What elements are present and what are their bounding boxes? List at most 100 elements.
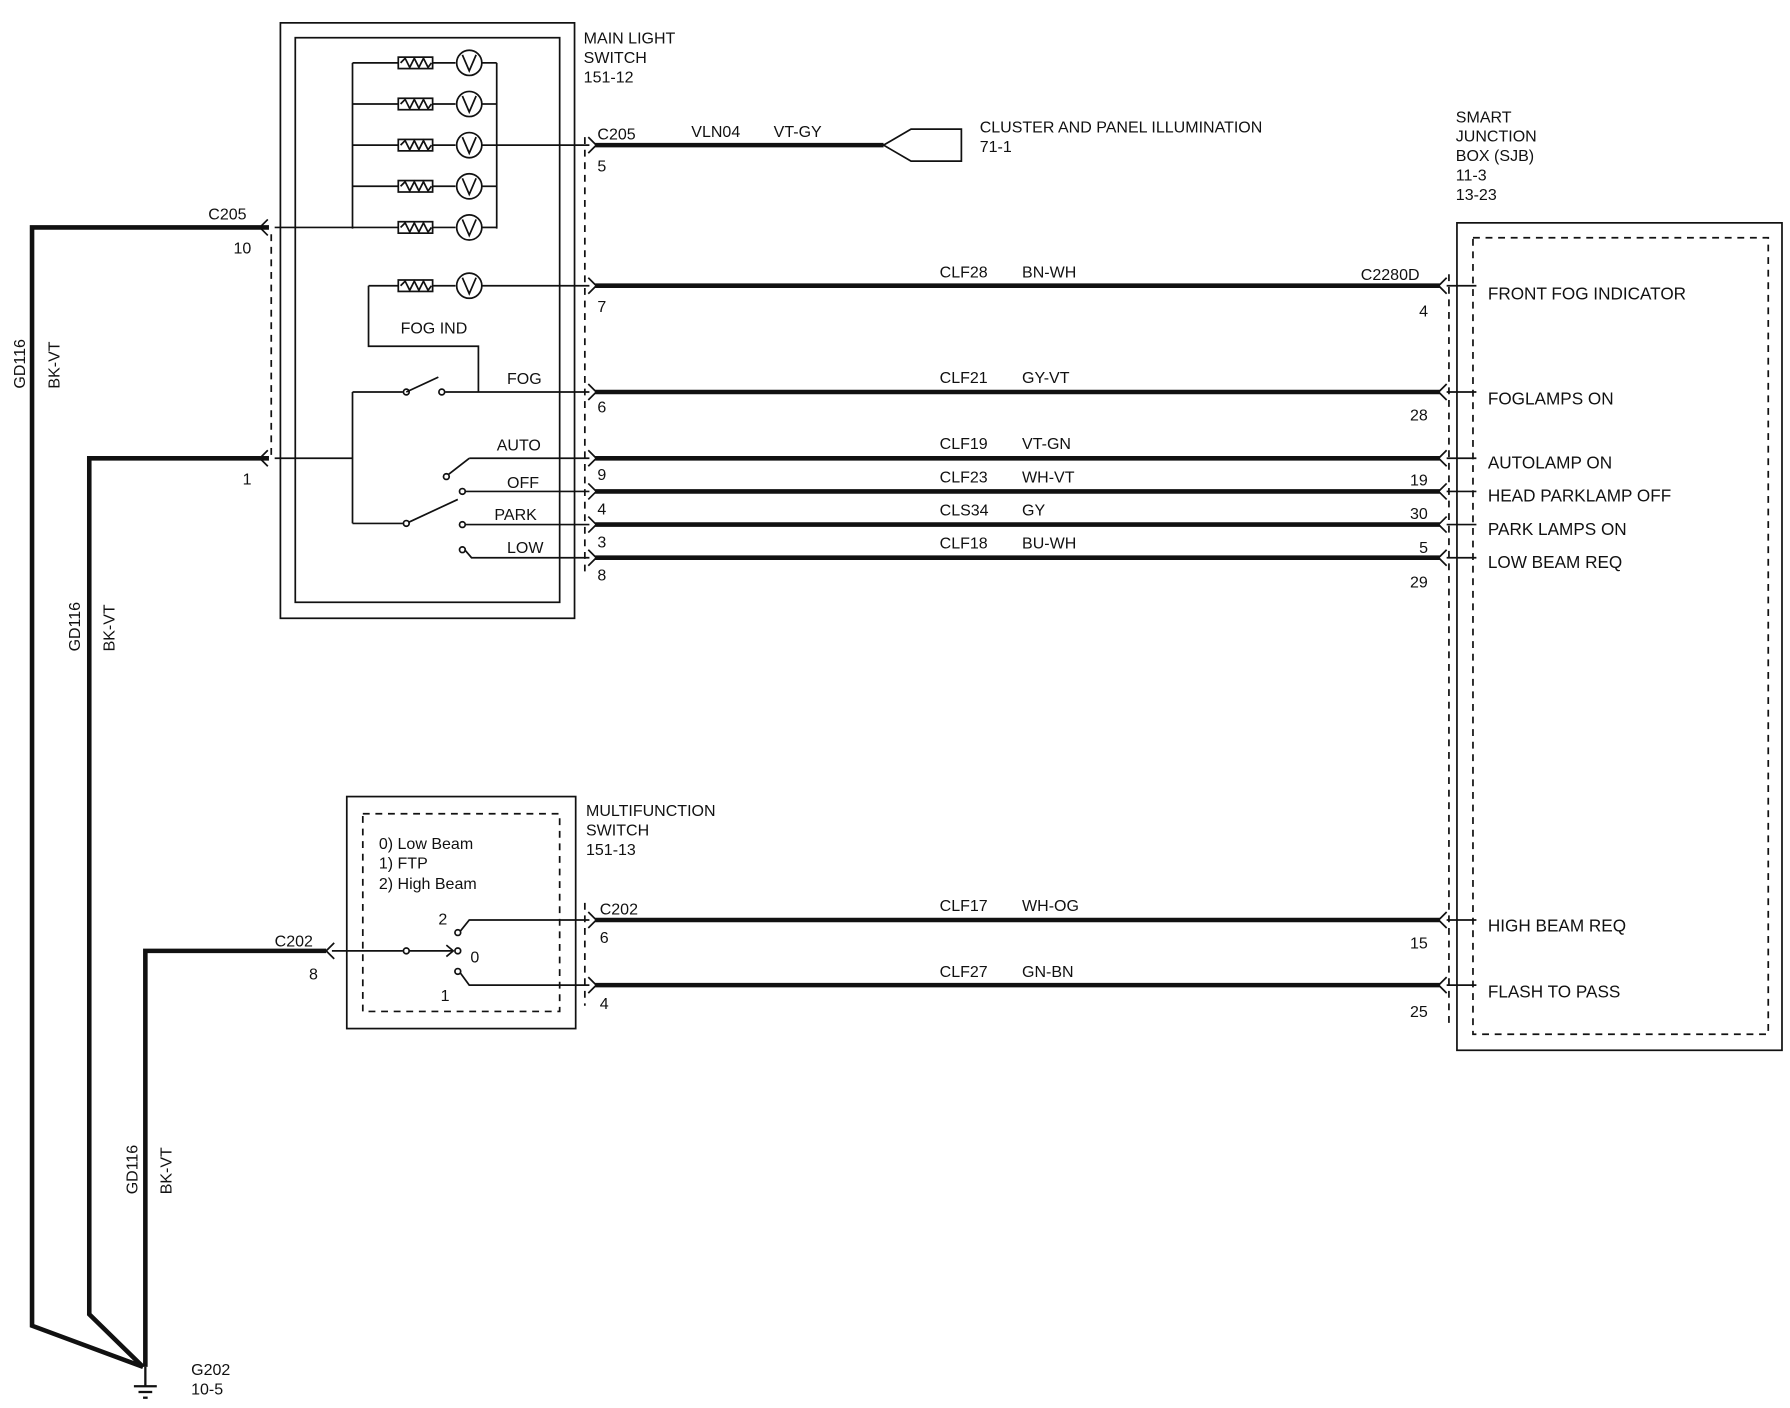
dimmer-switch-contacts (331, 919, 590, 986)
circuit-number: CLF21 (940, 370, 988, 387)
ground-wire-c202 (143, 948, 327, 1367)
mfs-ref: 151-13 (586, 842, 636, 859)
connector-arrow-icon (587, 549, 598, 567)
c2280d-label: C2280D (1361, 267, 1420, 284)
signal-park-lamps-on: PARK LAMPS ON (1488, 519, 1627, 539)
multifunction-switch-inner-box (361, 812, 561, 1013)
connector-arrow-icon (587, 515, 598, 534)
main-light-switch-outer-box (279, 22, 576, 620)
connector-arrow-icon (1437, 449, 1448, 467)
connector-arrow-icon (324, 942, 335, 960)
sjb-title-3: BOX (SJB) (1456, 148, 1534, 165)
circuit-number: CLF18 (940, 536, 988, 553)
circuit-clf19: 9 CLF19 VT-GN 19 (587, 436, 1477, 490)
bk-vt-color-1: BK-VT (47, 341, 64, 388)
pin-label: 28 (1410, 408, 1428, 425)
lamp-row (352, 214, 497, 241)
c205-pin-5: 5 (597, 158, 606, 175)
circuit-clf18: 8 CLF18 BU-WH 29 (587, 536, 1477, 591)
connector-arrow-icon (1437, 277, 1448, 295)
pin-label: 4 (597, 501, 606, 518)
mfs-legend-0: 0) Low Beam (379, 836, 473, 853)
wire-color: WH-VT (1022, 469, 1075, 486)
wire-color: BU-WH (1022, 536, 1076, 553)
cluster-title: CLUSTER AND PANEL ILLUMINATION (980, 120, 1263, 137)
signal-head-parklamp-off: HEAD PARKLAMP OFF (1488, 486, 1671, 506)
connector-arrow-icon (587, 449, 598, 467)
main-light-switch-ref: 151-12 (584, 69, 634, 86)
ground-g202-ref: 10-5 (191, 1381, 223, 1398)
c202-label-left: C202 (275, 933, 313, 950)
sjb-ref-1: 11-3 (1456, 168, 1487, 185)
fog-ind-label: FOG IND (401, 321, 468, 338)
bk-vt-color-3: BK-VT (159, 1147, 176, 1194)
c205-pin-10: 10 (233, 241, 251, 258)
connector-arrow-icon (587, 136, 598, 154)
mfs-title-2: SWITCH (586, 822, 649, 839)
pin-label: 6 (600, 930, 609, 947)
connector-arrow-icon (1437, 515, 1448, 534)
cluster-ref: 71-1 (980, 139, 1012, 156)
main-light-switch: FOG IND FOG AUTO OFF PARK LOW MAIN LIGHT… (270, 22, 676, 620)
mfs-position-2: 2 (438, 912, 447, 929)
pin-label: 19 (1410, 473, 1428, 490)
gd116-circuit-2: GD116 (67, 602, 84, 652)
multifunction-switch: 0) Low Beam 1) FTP 2) High Beam MULTIFUN… (331, 795, 716, 1030)
signal-front-fog-indicator: FRONT FOG INDICATOR (1488, 283, 1686, 303)
low-position-label: LOW (507, 540, 544, 557)
c202-pin-8: 8 (309, 966, 318, 983)
wire-color: WH-OG (1022, 898, 1079, 915)
gd116-circuit-1: GD116 (12, 339, 29, 389)
sjb-inner-box (1472, 236, 1770, 1036)
bk-vt-color-2: BK-VT (101, 604, 118, 651)
circuit-clf21: 6 CLF21 GY-VT 28 (587, 370, 1477, 425)
circuit-clf23: 4 CLF23 WH-VT 30 (587, 469, 1477, 523)
mfs-position-0: 0 (470, 949, 479, 966)
signal-flash-to-pass: FLASH TO PASS (1488, 982, 1621, 1002)
wire-color: GY-VT (1022, 370, 1070, 387)
sjb-title-2: JUNCTION (1456, 129, 1537, 146)
connector-arrow-icon (587, 383, 598, 401)
pin-label: 15 (1410, 936, 1428, 953)
main-light-switch-title-1: MAIN LIGHT (584, 30, 676, 47)
ground-circuits: C205 10 GD116 BK-VT 1 GD116 BK-VT C202 8… (12, 206, 335, 1399)
pin-label: 3 (597, 534, 606, 551)
mfs-sjb-circuits: C202 6 CLF17 WH-OG 15 4 CLF27 GN-BN 25 (587, 898, 1477, 1021)
c205-label-top: C205 (597, 126, 635, 143)
connector-arrow-icon (587, 976, 598, 994)
ground-wire-mls (86, 456, 269, 1369)
off-position-label: OFF (507, 475, 539, 492)
circuit-clf28: 7 CLF28 BN-WH 4 C2280D (587, 265, 1477, 321)
ground-icon (133, 1366, 157, 1399)
circuit-number: CLF27 (940, 964, 988, 981)
gd116-circuit-3: GD116 (124, 1145, 141, 1195)
continuation-flag-icon (881, 128, 963, 162)
mfs-position-1: 1 (441, 988, 450, 1005)
fog-position-label: FOG (507, 371, 542, 388)
circuit-number: CLF19 (940, 436, 988, 453)
fog-indicator-lamp (367, 272, 590, 392)
connector-arrow-icon (587, 482, 598, 501)
main-light-switch-inner-box (294, 36, 561, 604)
multifunction-switch-outer-box (345, 795, 577, 1030)
vt-gy-color: VT-GY (774, 124, 822, 141)
pin-label: 4 (1419, 304, 1428, 321)
wire-color: GY (1022, 502, 1045, 519)
circuit-cls34: 3 CLS34 GY 5 (587, 502, 1477, 557)
ground-wire-c205 (29, 225, 269, 1370)
mfs-legend-1: 1) FTP (379, 856, 428, 873)
pin-label: 6 (597, 400, 606, 417)
pin-label: 8 (597, 568, 606, 585)
connector-arrow-icon (258, 218, 269, 237)
connector-arrow-icon (1437, 976, 1448, 994)
headlamp-rotary-switch (402, 457, 590, 559)
mls-sjb-circuits: 7 CLF28 BN-WH 4 C2280D 6 CLF21 GY-VT 28 … (587, 265, 1477, 591)
lamp-row (352, 172, 497, 200)
c205-label-left: C205 (208, 206, 246, 223)
mls-pin-1: 1 (243, 472, 252, 489)
wire-color: GN-BN (1022, 964, 1074, 981)
circuit-number: CLS34 (940, 502, 989, 519)
pin-label: 7 (597, 299, 606, 316)
lamp-row (352, 131, 497, 159)
